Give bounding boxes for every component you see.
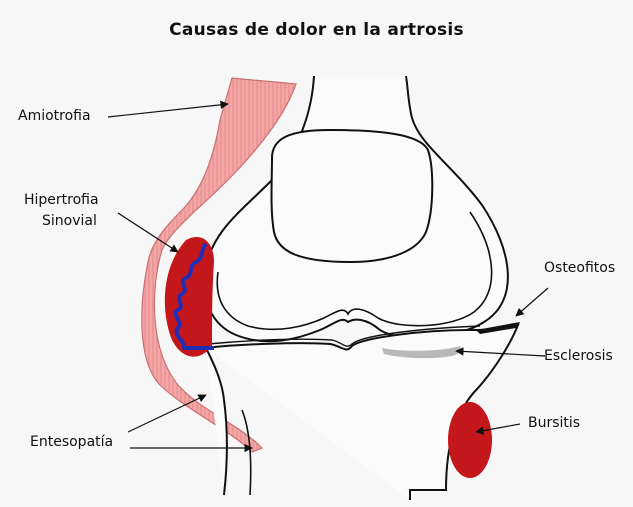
patella-shape <box>272 130 433 262</box>
label-hipertrofia-line2: Sinovial <box>42 211 97 231</box>
fibula-line <box>242 410 251 495</box>
label-esclerosis: Esclerosis <box>544 346 613 366</box>
amiotrofia-arrow <box>108 104 228 117</box>
label-amiotrofia: Amiotrofia <box>18 106 91 126</box>
label-bursitis: Bursitis <box>528 413 580 433</box>
osteofitos-arrow <box>516 288 548 316</box>
label-hipertrofia-line1: Hipertrofia <box>24 190 99 210</box>
bursa-shape <box>448 402 492 478</box>
synovium-shape <box>165 237 214 357</box>
label-entesopatia: Entesopatía <box>30 432 113 452</box>
entesopatia-arrow-upper <box>128 395 206 432</box>
label-osteofitos: Osteofitos <box>544 258 615 278</box>
